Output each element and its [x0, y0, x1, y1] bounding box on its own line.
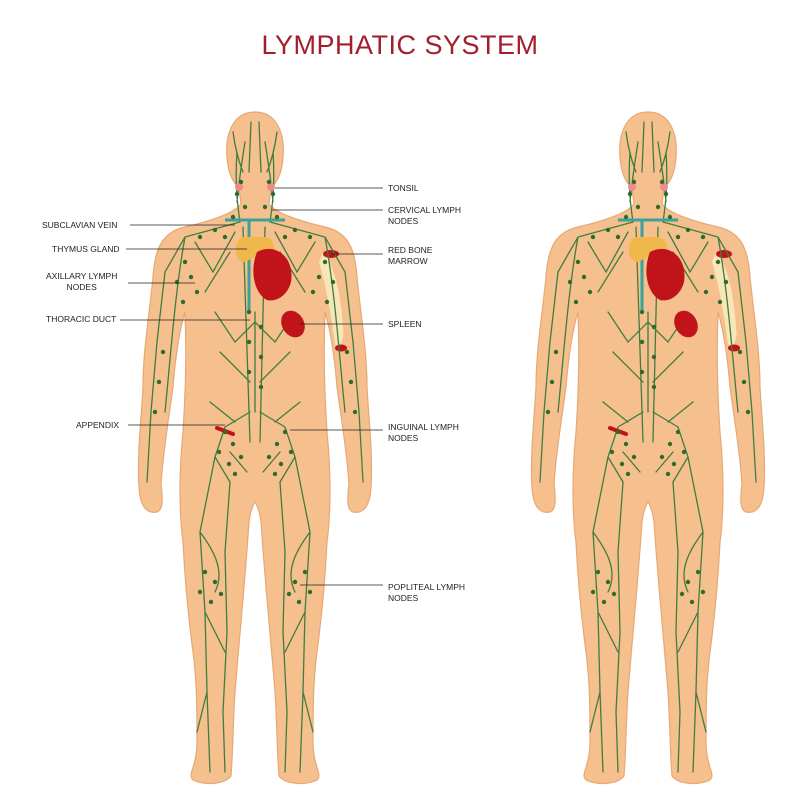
body-silhouette — [137, 111, 373, 785]
label-axillary-lymph-nodes: AXILLARY LYMPH NODES — [46, 271, 118, 292]
tonsil-left — [235, 183, 243, 191]
red-bone-marrow-bottom — [728, 344, 740, 352]
bone-marrow-arm — [319, 252, 344, 347]
left-figure — [137, 111, 373, 785]
red-bone-marrow-bottom — [335, 344, 347, 352]
label-red-bone-marrow: RED BONE MARROW — [388, 245, 433, 266]
label-inguinal-lymph-nodes: INGUINAL LYMPH NODES — [388, 422, 459, 443]
heart — [253, 248, 292, 301]
tonsil-right — [660, 183, 668, 191]
body-silhouette — [530, 111, 766, 785]
label-tonsil: TONSIL — [388, 183, 419, 193]
tonsil-left — [628, 183, 636, 191]
label-subclavian-vein: SUBCLAVIAN VEIN — [42, 220, 118, 230]
label-popliteal-lymph-nodes: POPLITEAL LYMPH NODES — [388, 582, 465, 603]
subclavian-vein — [225, 218, 285, 312]
label-thymus-gland: THYMUS GLAND — [52, 244, 120, 254]
right-figure — [530, 111, 766, 785]
label-appendix: APPENDIX — [76, 420, 119, 430]
subclavian-vein — [618, 218, 678, 312]
heart — [646, 248, 685, 301]
label-spleen: SPLEEN — [388, 319, 422, 329]
label-cervical-lymph-nodes: CERVICAL LYMPH NODES — [388, 205, 462, 226]
spleen — [674, 310, 698, 338]
diagram-title: LYMPHATIC SYSTEM — [261, 30, 539, 60]
tonsil-right — [267, 183, 275, 191]
spleen — [281, 310, 305, 338]
bone-marrow-arm — [712, 252, 737, 347]
label-thoracic-duct: THORACIC DUCT — [46, 314, 117, 324]
